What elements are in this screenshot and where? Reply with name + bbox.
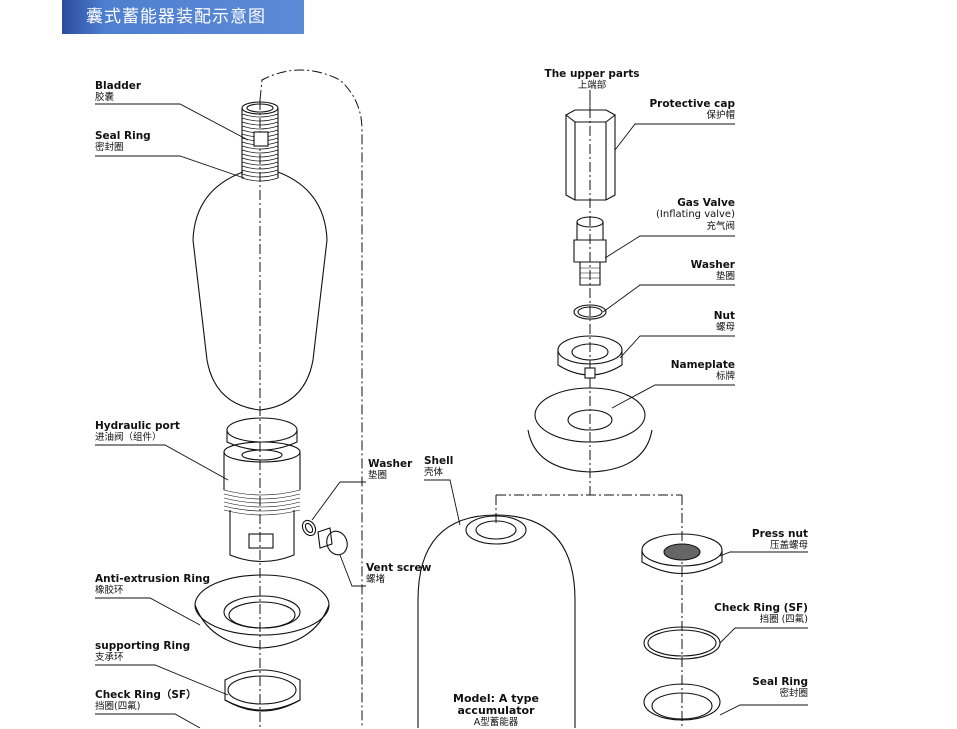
bladder-neck bbox=[241, 101, 279, 182]
label-check-ring-right: Check Ring (SF) 挡圈 (四氟) bbox=[714, 602, 808, 625]
protective-cap bbox=[565, 109, 616, 201]
shell-part bbox=[417, 514, 576, 728]
anti-extrusion-ring bbox=[194, 574, 330, 649]
label-washer-left: Washer 垫圈 bbox=[368, 458, 413, 481]
label-upper-parts: The upper parts 上端部 bbox=[544, 68, 640, 91]
gas-valve bbox=[573, 216, 607, 286]
washer-right bbox=[573, 304, 607, 320]
label-seal-ring-right: Seal Ring 密封圈 bbox=[752, 676, 808, 699]
label-hydraulic-port: Hydraulic port 进油阀（组件） bbox=[95, 420, 180, 443]
diagram-title: 囊式蓄能器装配示意图 bbox=[86, 7, 266, 27]
seal-ring-right bbox=[643, 683, 721, 721]
nut-part bbox=[557, 335, 623, 379]
label-check-ring-left: Check Ring（SF） 挡圈(四氟) bbox=[95, 689, 197, 712]
center-lines bbox=[259, 69, 683, 728]
label-model: Model: A type accumulator A型蓄能器 bbox=[453, 692, 539, 729]
supporting-ring bbox=[224, 669, 301, 712]
hydraulic-port bbox=[223, 417, 301, 562]
press-nut-part bbox=[641, 533, 723, 575]
label-shell: Shell 壳体 bbox=[424, 455, 454, 478]
label-bladder: Bladder 胶囊 bbox=[95, 80, 142, 103]
nameplate-part bbox=[527, 387, 653, 473]
label-nut: Nut 螺母 bbox=[713, 310, 735, 333]
label-supporting-ring: supporting Ring 支承环 bbox=[95, 640, 191, 663]
title-banner: 囊式蓄能器装配示意图 bbox=[62, 0, 304, 34]
label-vent-screw: Vent screw 螺堵 bbox=[366, 562, 432, 585]
label-anti-extrusion-ring: Anti-extrusion Ring 橡胶环 bbox=[95, 573, 211, 596]
label-gas-valve: Gas Valve (Inflating valve) 充气阀 bbox=[656, 197, 735, 232]
bladder-body bbox=[192, 171, 328, 411]
label-protective-cap: Protective cap 保护帽 bbox=[649, 98, 735, 121]
leader-lines bbox=[95, 93, 808, 728]
label-seal-ring-left: Seal Ring 密封圈 bbox=[95, 130, 151, 153]
label-press-nut: Press nut 压盖螺母 bbox=[751, 528, 808, 551]
label-washer-right: Washer 垫圈 bbox=[690, 259, 735, 282]
label-nameplate: Nameplate 标牌 bbox=[670, 359, 735, 382]
vent-screw-parts bbox=[301, 519, 348, 556]
